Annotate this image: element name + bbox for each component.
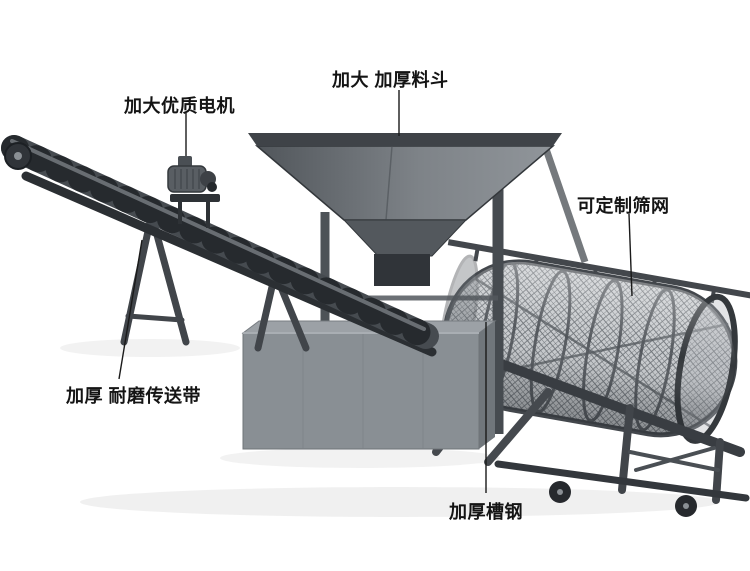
leader-line-belt bbox=[118, 239, 143, 380]
callout-motor-label: 加大优质电机 bbox=[124, 96, 235, 116]
hopper bbox=[248, 133, 589, 434]
leader-line-screen bbox=[628, 213, 633, 297]
leader-lines bbox=[118, 90, 633, 493]
callout-belt-label: 加厚 耐磨传送带 bbox=[66, 386, 202, 406]
callout-channel-label: 加厚槽钢 bbox=[449, 502, 523, 522]
conveyor-belt bbox=[1, 135, 439, 357]
collection-tank bbox=[241, 320, 497, 450]
conveyor-motor bbox=[167, 156, 220, 228]
callout-screen-label: 可定制筛网 bbox=[577, 196, 670, 216]
callout-hopper-label: 加大 加厚料斗 bbox=[332, 70, 449, 90]
